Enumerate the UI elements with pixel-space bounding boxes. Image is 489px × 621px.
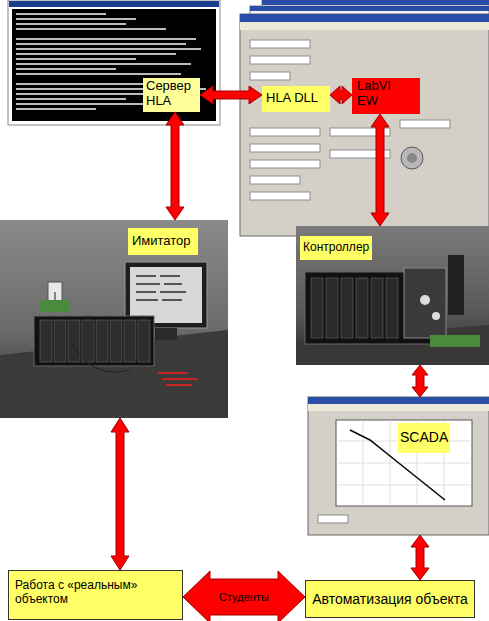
console-screenshot (8, 0, 220, 125)
scada-screenshot (308, 397, 489, 535)
labview-screenshot (240, 0, 489, 236)
double-arrow (411, 535, 429, 580)
node-text: Сервер HLA (143, 78, 200, 110)
node-text: Работа с «реальным» объектом (9, 571, 182, 615)
controller-photo (296, 226, 489, 365)
double-arrow (200, 86, 262, 104)
label-box: Автоматизация объекта (305, 580, 475, 618)
node-text: Автоматизация объекта (306, 581, 474, 617)
label-box: SCADA (308, 397, 489, 535)
label-box: HLA DLL (262, 86, 330, 112)
node-text: Контроллер (300, 236, 372, 260)
node-text: Имитатор (128, 228, 198, 255)
double-arrow (412, 365, 428, 397)
label-box: Контроллер (296, 226, 489, 365)
double-arrow (183, 571, 305, 621)
label-box: Работа с «реальным» объектом (8, 570, 183, 620)
label-box: Имитатор (0, 220, 228, 418)
edge-label: Студенты (219, 591, 269, 603)
node-text: LabVIEW (352, 78, 400, 110)
double-arrow (330, 86, 352, 104)
double-arrow (371, 114, 389, 226)
simulator-photo (0, 220, 228, 418)
label-box: LabVIEW (352, 78, 420, 114)
node-text: HLA DLL (262, 86, 330, 111)
node-text: SCADA (398, 423, 450, 453)
label-box: Сервер HLA (143, 78, 200, 112)
double-arrow (166, 112, 184, 220)
double-arrow (111, 418, 129, 570)
